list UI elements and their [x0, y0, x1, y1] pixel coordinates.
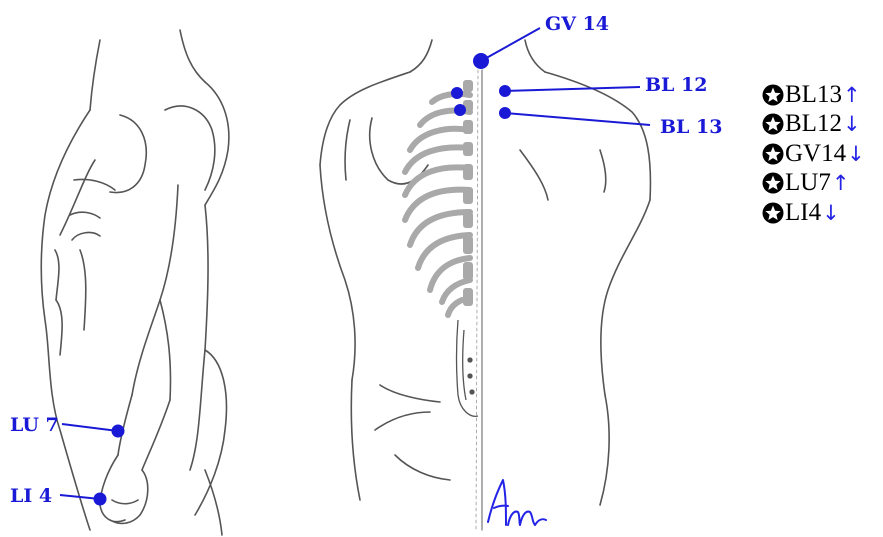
- bl13-label: BL 13: [660, 116, 722, 138]
- lu7-label: LU 7: [10, 414, 59, 436]
- bl12-label: BL 12: [645, 74, 707, 96]
- side-torso-figure: [41, 30, 229, 535]
- star-circle-icon: [762, 172, 784, 194]
- legend-item-bl12: BL12 ↓: [762, 110, 880, 140]
- gv14-point: [473, 53, 489, 69]
- legend-code: GV14: [785, 140, 846, 168]
- down-arrow-icon: ↓: [847, 142, 865, 166]
- legend-item-lu7: LU7 ↑: [762, 169, 880, 199]
- down-arrow-icon: ↓: [843, 112, 861, 136]
- star-circle-icon: [762, 113, 784, 135]
- rib-cage: [405, 94, 470, 315]
- star-circle-icon: [762, 143, 784, 165]
- legend-code: LU7: [785, 169, 831, 197]
- lumbar-spine: [457, 320, 479, 416]
- signature: [488, 480, 546, 525]
- up-arrow-icon: ↑: [832, 171, 850, 195]
- li4-label: LI 4: [10, 485, 52, 507]
- down-arrow-icon: ↓: [822, 201, 840, 225]
- bl13-point-left: [454, 104, 466, 116]
- legend-item-gv14: GV14 ↓: [762, 139, 880, 169]
- li4-point: [94, 493, 107, 506]
- legend-code: LI4: [785, 199, 821, 227]
- bl12-point-left: [451, 87, 463, 99]
- up-arrow-icon: ↑: [843, 83, 861, 107]
- back-torso-figure: [320, 40, 650, 530]
- bl13-point: [499, 107, 511, 119]
- lu7-point: [112, 425, 125, 438]
- legend-code: BL12: [785, 110, 842, 138]
- prescription-legend: BL13 ↑ BL12 ↓ GV14 ↓ LU7 ↑ LI4 ↓: [762, 80, 880, 228]
- legend-code: BL13: [785, 81, 842, 109]
- legend-item-bl13: BL13 ↑: [762, 80, 880, 110]
- leader-lines: [60, 28, 650, 499]
- gv14-label: GV 14: [545, 13, 609, 35]
- star-circle-icon: [762, 202, 784, 224]
- bl12-point: [499, 85, 511, 97]
- legend-item-li4: LI4 ↓: [762, 198, 880, 228]
- star-circle-icon: [762, 84, 784, 106]
